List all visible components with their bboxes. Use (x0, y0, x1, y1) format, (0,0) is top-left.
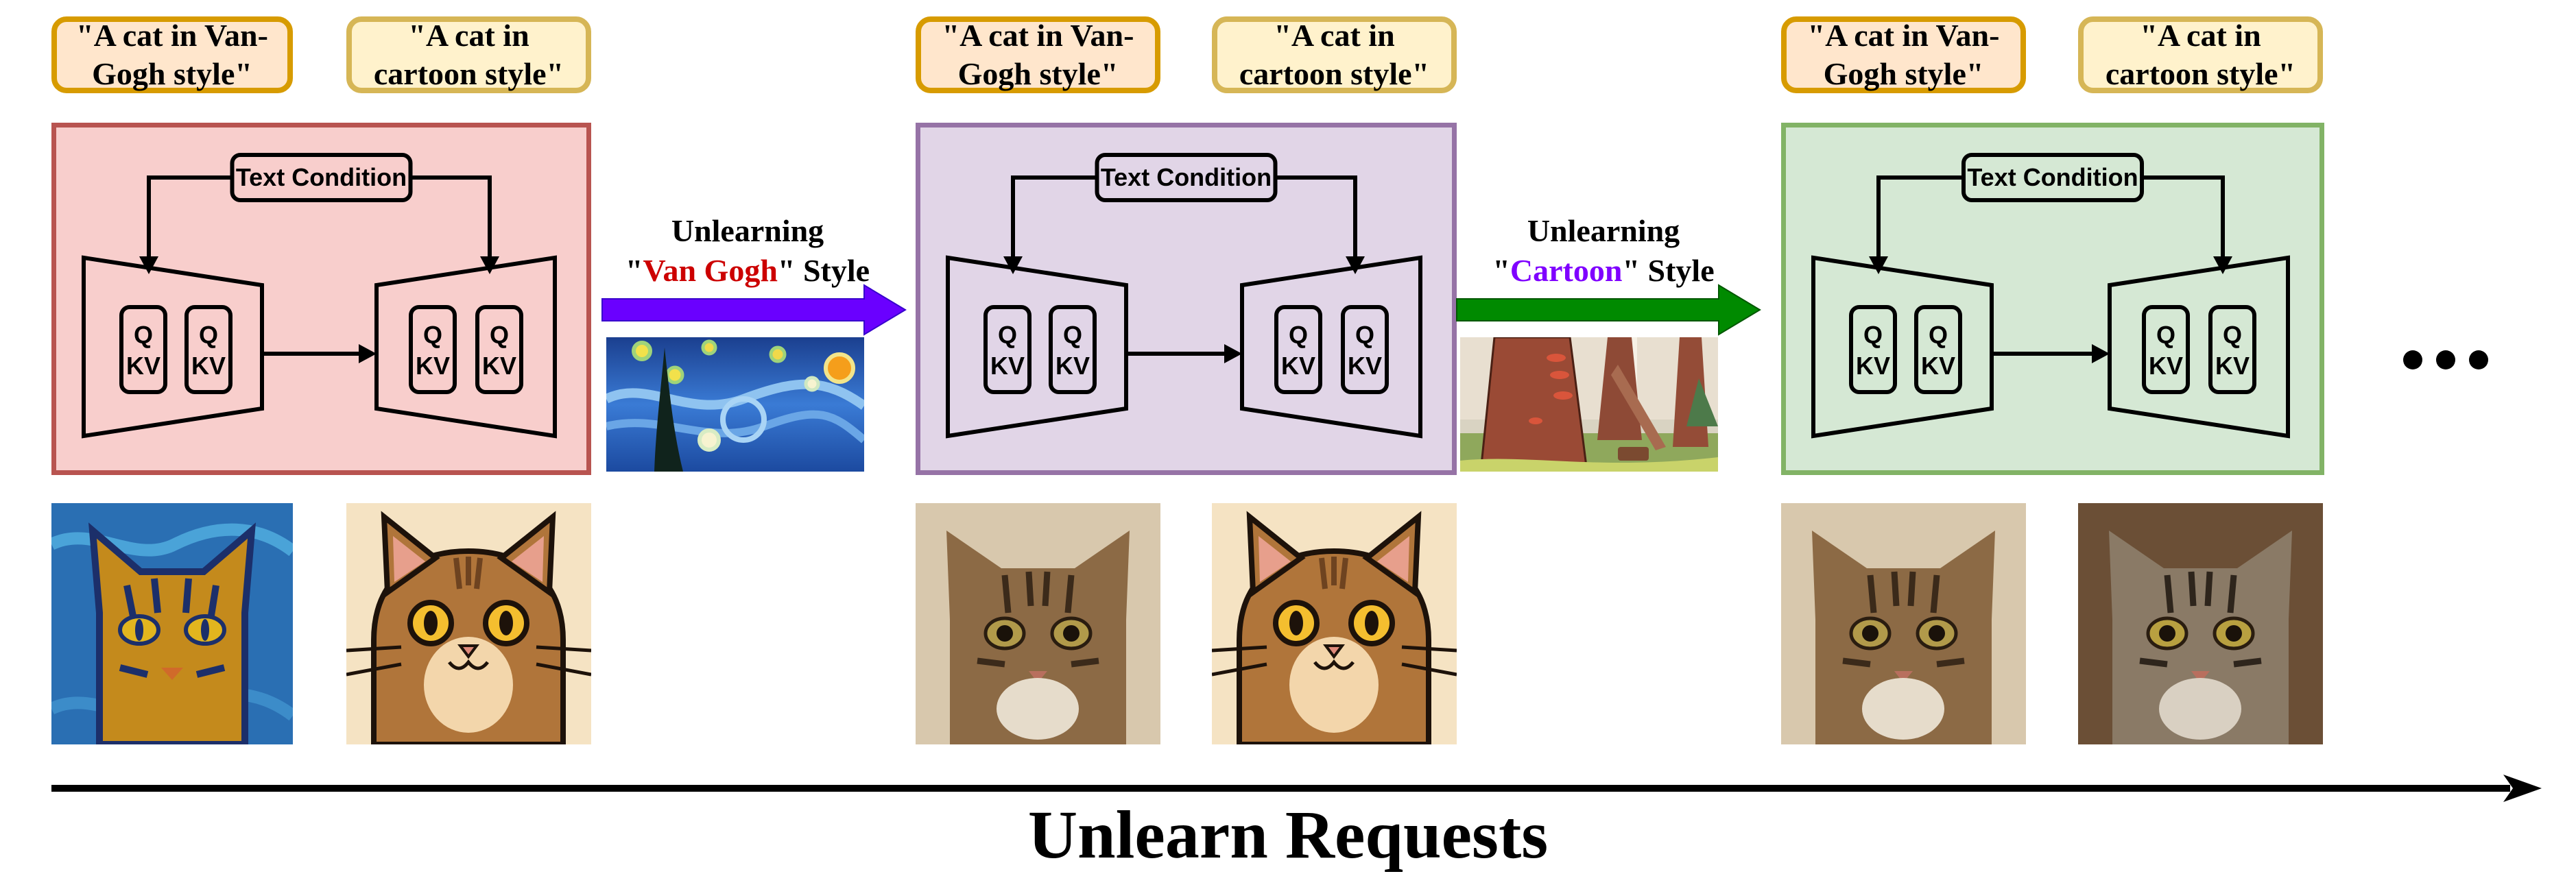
quote: " (625, 253, 643, 288)
prompt-van-gogh: "A cat in Van-Gogh style" (1781, 16, 2026, 93)
attention-block-qkv: Q KV (119, 305, 167, 394)
realistic-cat (916, 503, 1160, 744)
condition-arrow-left (1876, 175, 1964, 268)
decoder-block (374, 255, 557, 439)
text-condition-label: Text Condition (236, 163, 407, 191)
query-label: Q (199, 321, 218, 349)
transition-suffix: Style (1640, 253, 1715, 288)
cartoon-style-cat (1212, 503, 1457, 744)
text-condition-label: Text Condition (1101, 163, 1272, 191)
text-condition-label: Text Condition (1967, 163, 2138, 191)
query-label: Q (423, 321, 442, 349)
ellipsis-icon (2403, 350, 2488, 369)
concept-van-gogh: Van Gogh (643, 253, 778, 288)
query-label: Q (2156, 321, 2175, 349)
query-label: Q (998, 321, 1017, 349)
attention-block-qkv: Q KV (1341, 305, 1389, 394)
starry-night-painting (606, 337, 864, 472)
prompt-cartoon: "A cat in cartoon style" (2078, 16, 2323, 93)
decoder-block (2108, 255, 2290, 439)
query-label: Q (490, 321, 509, 349)
attention-block-qkv: Q KV (184, 305, 232, 394)
prompt-van-gogh: "A cat in Van-Gogh style" (51, 16, 293, 93)
key-value-label: KV (482, 352, 516, 380)
prompt-cartoon: "A cat in cartoon style" (1212, 16, 1457, 93)
key-value-label: KV (126, 352, 160, 380)
key-value-label: KV (990, 352, 1025, 380)
van-gogh-style-cat (51, 503, 293, 744)
query-label: Q (134, 321, 153, 349)
query-label: Q (1289, 321, 1308, 349)
realistic-cat (2078, 503, 2323, 744)
encoder-block (1811, 255, 1994, 439)
prompt-cartoon: "A cat in cartoon style" (346, 16, 591, 93)
transition-suffix: Style (795, 253, 870, 288)
attention-block-qkv: Q KV (409, 305, 457, 394)
attention-block-qkv: Q KV (983, 305, 1031, 394)
key-value-label: KV (1921, 352, 1955, 380)
query-label: Q (1929, 321, 1948, 349)
transition-line1: Unlearning (671, 213, 824, 248)
prompt-van-gogh: "A cat in Van-Gogh style" (916, 16, 1160, 93)
key-value-label: KV (1281, 352, 1315, 380)
text-condition-box: Text Condition (1095, 153, 1278, 202)
realistic-cat (1781, 503, 2026, 744)
condition-arrow-right (1275, 175, 1357, 268)
key-value-label: KV (1348, 352, 1382, 380)
quote: " (1622, 253, 1641, 288)
key-value-label: KV (1056, 352, 1090, 380)
transition-label-van-gogh: Unlearning "Van Gogh" Style (597, 211, 898, 291)
text-condition-box: Text Condition (1961, 153, 2144, 202)
condition-arrow-left (1011, 175, 1097, 268)
encoder-block (82, 255, 264, 439)
cartoon-forest-illustration (1460, 337, 1718, 472)
key-value-label: KV (2215, 352, 2250, 380)
cartoon-style-cat (346, 503, 591, 744)
attention-block-qkv: Q KV (1274, 305, 1322, 394)
condition-arrow-right (2142, 175, 2225, 268)
axis-label: Unlearn Requests (1027, 797, 1549, 873)
key-value-label: KV (191, 352, 226, 380)
transition-label-cartoon: Unlearning "Cartoon" Style (1453, 211, 1754, 291)
concept-cartoon: Cartoon (1510, 253, 1623, 288)
query-label: Q (1063, 321, 1082, 349)
arrow-right-icon-purple (601, 284, 907, 336)
query-label: Q (1355, 321, 1374, 349)
condition-arrow-left (147, 175, 232, 268)
transition-line1: Unlearning (1527, 213, 1680, 248)
key-value-label: KV (2149, 352, 2183, 380)
key-value-label: KV (1856, 352, 1890, 380)
attention-block-qkv: Q KV (1849, 305, 1897, 394)
query-label: Q (1863, 321, 1883, 349)
timeline-arrow (51, 775, 2542, 802)
attention-block-qkv: Q KV (2208, 305, 2256, 394)
encoder-block (946, 255, 1128, 439)
key-value-label: KV (416, 352, 450, 380)
attention-block-qkv: Q KV (2142, 305, 2190, 394)
attention-block-qkv: Q KV (1914, 305, 1962, 394)
arrow-right-icon-green (1456, 284, 1761, 336)
quote: " (777, 253, 796, 288)
attention-block-qkv: Q KV (1049, 305, 1097, 394)
query-label: Q (2223, 321, 2242, 349)
quote: " (1492, 253, 1510, 288)
text-condition-box: Text Condition (230, 153, 413, 202)
attention-block-qkv: Q KV (475, 305, 523, 394)
decoder-block (1240, 255, 1422, 439)
condition-arrow-right (410, 175, 492, 268)
